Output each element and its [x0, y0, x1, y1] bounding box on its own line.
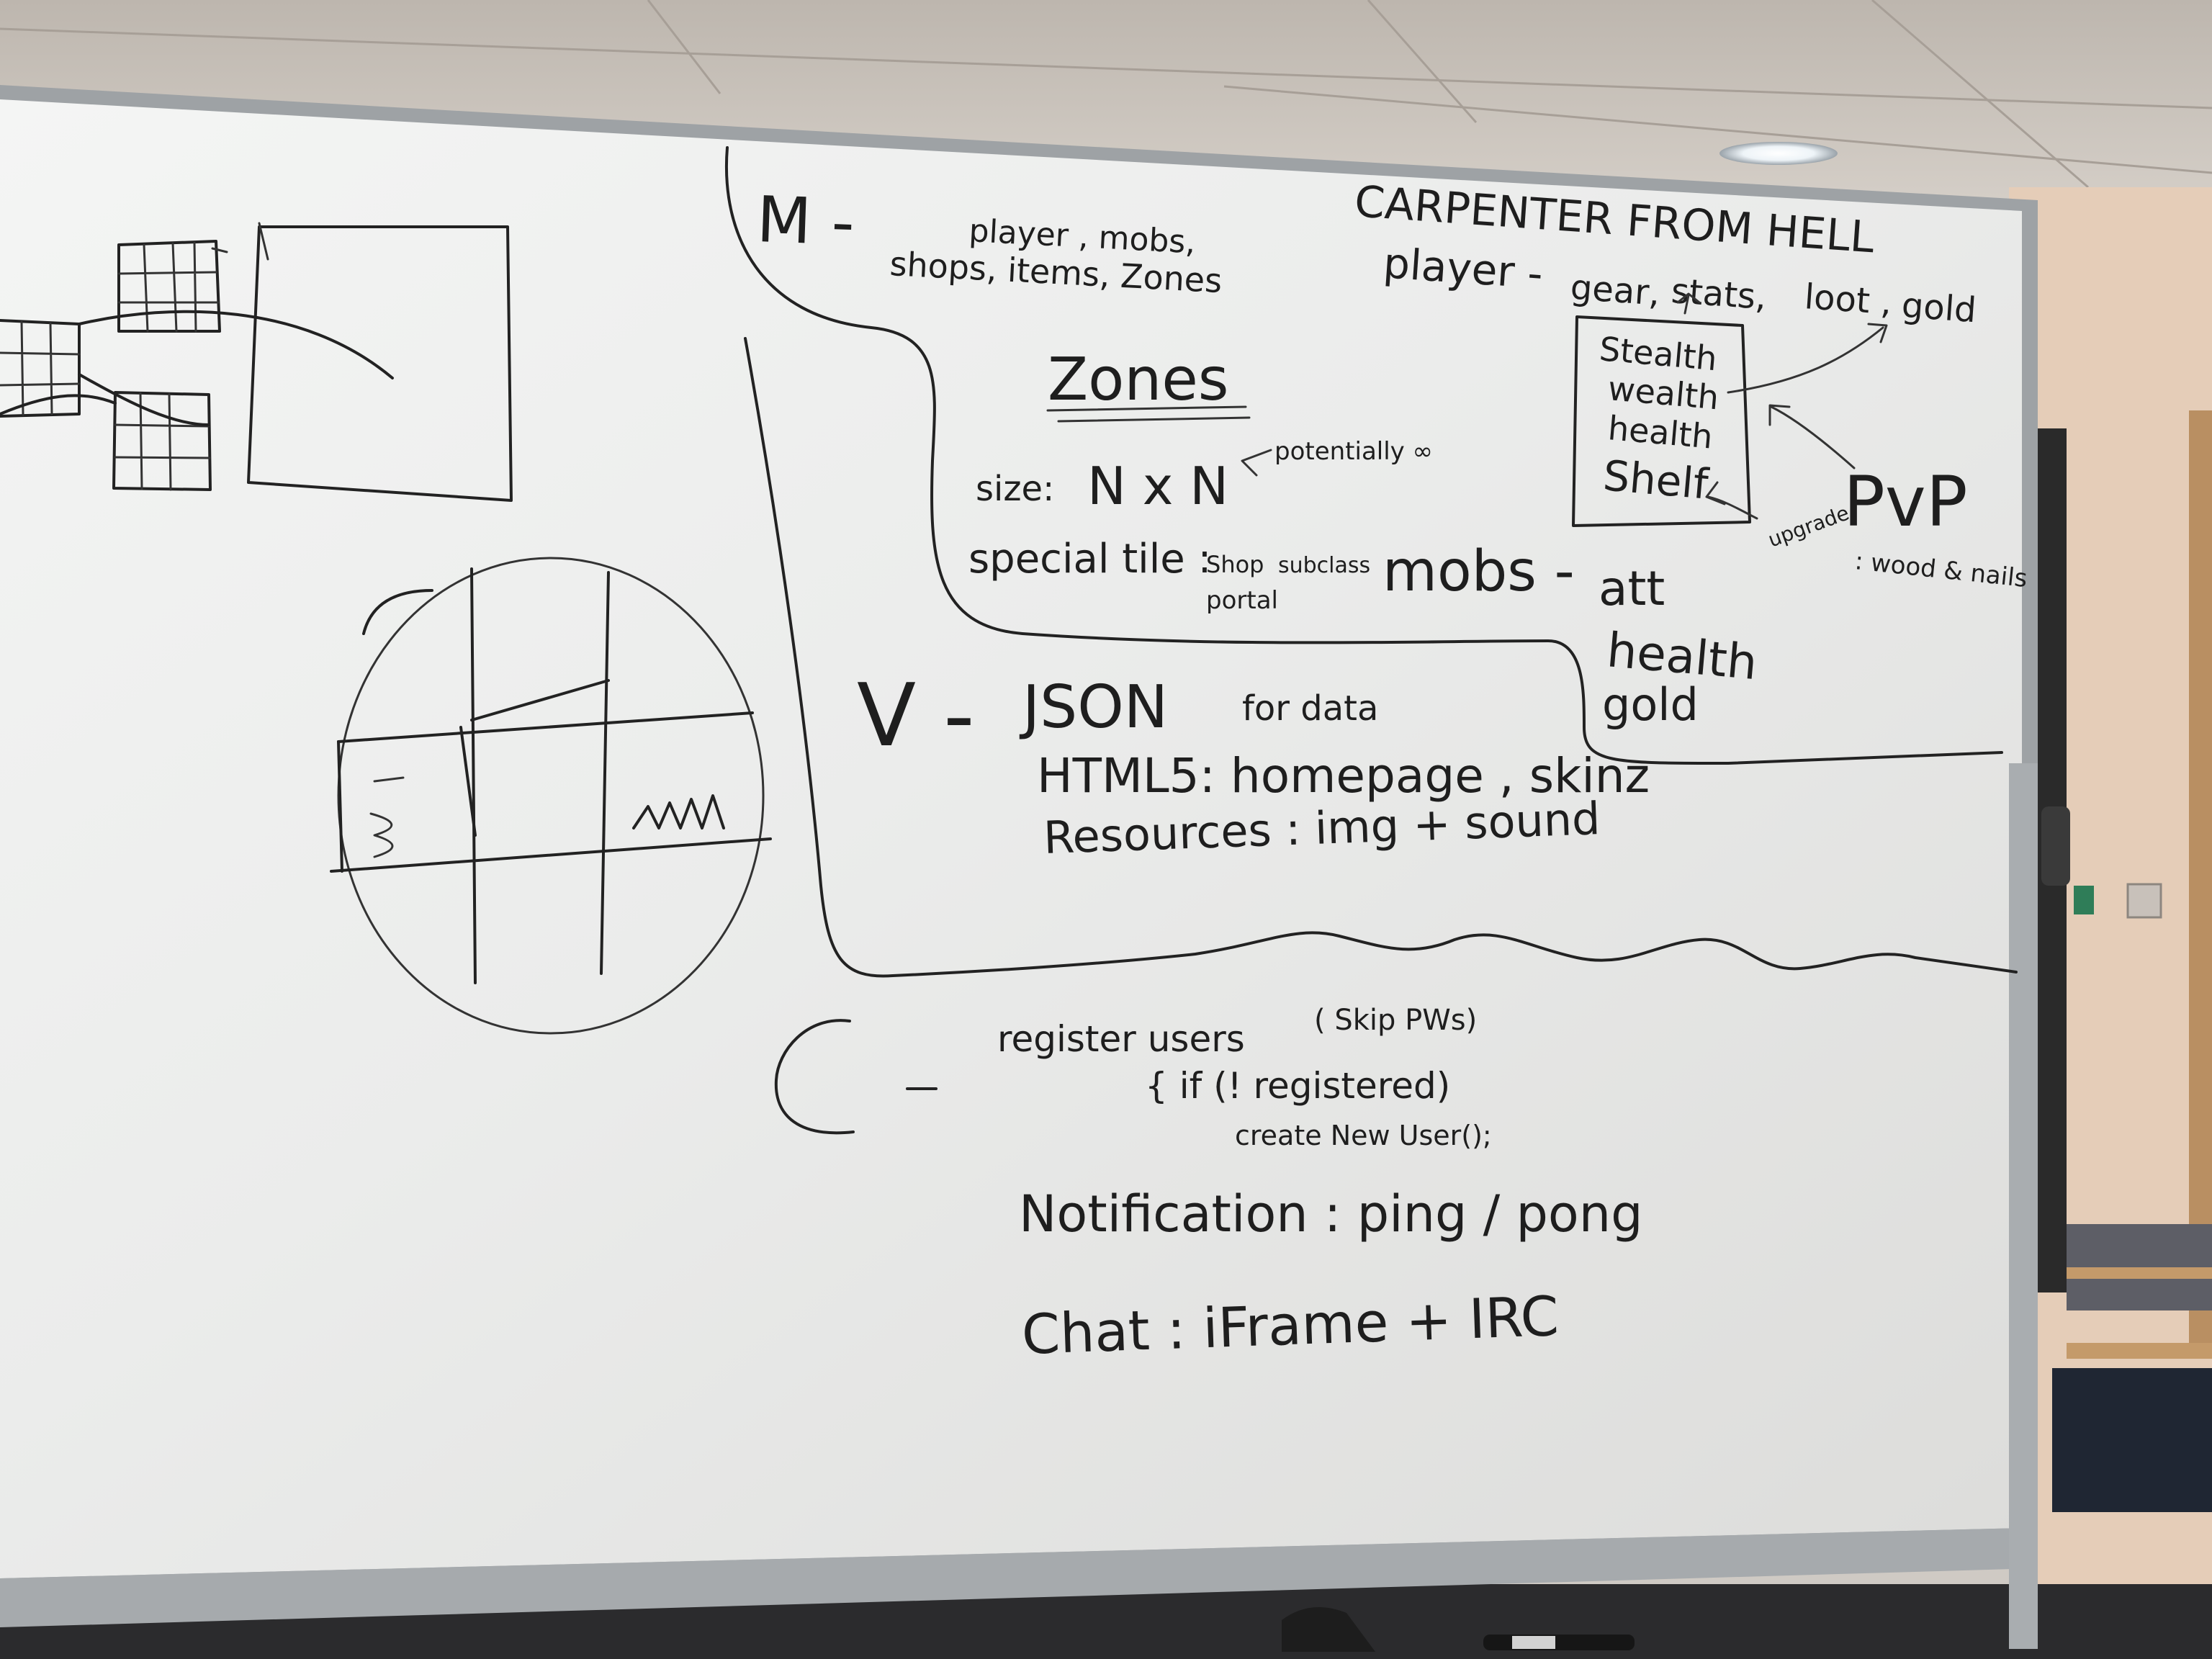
circle-zone-sketch [330, 557, 772, 1035]
whiteboard [0, 85, 2070, 1652]
special-portal: portal [1206, 586, 1278, 615]
tile-grid-sketch [0, 222, 513, 502]
mobs-label: mobs - [1382, 539, 1575, 604]
player-gear: gear, [1569, 267, 1661, 314]
player-loot: loot , [1803, 276, 1893, 323]
board-clamp [2041, 806, 2070, 886]
stat-wealth: wealth [1606, 369, 1720, 417]
stat-health: health [1606, 408, 1714, 456]
special-tile-label: special tile : [968, 536, 1211, 583]
zones-heading: Zones [1048, 346, 1229, 414]
marker-pen [1483, 1635, 1635, 1650]
register-call: create New User(); [1235, 1120, 1492, 1151]
board-stand [2009, 763, 2038, 1649]
controller-letter: C - [770, 1025, 920, 1151]
notification-line: Notification : ping / pong [1019, 1184, 1643, 1244]
zone-size-note: potentially ∞ [1274, 437, 1433, 466]
zone-size-value: N x N [1087, 456, 1228, 516]
register-condition: { if (! registered) [1145, 1065, 1450, 1107]
view-html5: HTML5: homepage , skinz [1037, 748, 1650, 804]
stat-shelf: Shelf [1601, 451, 1712, 509]
model-letter: M - [755, 182, 855, 260]
view-json: JSON [1019, 673, 1168, 742]
player-label: player - [1382, 238, 1545, 298]
controller-letter-shape [774, 1019, 855, 1135]
mobs-section: mobs - att health gold [1382, 539, 1759, 731]
pvp-label: PvP [1843, 462, 1968, 542]
special-subclass: subclass [1278, 553, 1370, 578]
view-section: V - JSON for data HTML5: homepage , skin… [857, 666, 1650, 864]
player-gold: gold [1900, 285, 1977, 331]
mobs-att: att [1599, 561, 1665, 616]
ceiling-light [1719, 142, 1838, 165]
room-wall [0, 187, 2212, 1659]
stats-box: Stealth wealth health Shelf [1572, 292, 1888, 527]
mvc-dividers [725, 146, 2018, 978]
zone-size-label: size: [976, 469, 1054, 509]
register-users: register users [997, 1018, 1245, 1060]
view-json-note: for data [1242, 688, 1378, 729]
mobs-health: health [1605, 622, 1760, 691]
mobs-gold: gold [1602, 678, 1699, 731]
special-shop: Shop [1206, 551, 1264, 578]
zones-section: Zones size: N x N potentially ∞ special … [968, 346, 1433, 615]
marker-tray [0, 1528, 2038, 1627]
register-note: ( Skip PWs) [1314, 1004, 1477, 1037]
view-letter: V - [857, 666, 975, 766]
